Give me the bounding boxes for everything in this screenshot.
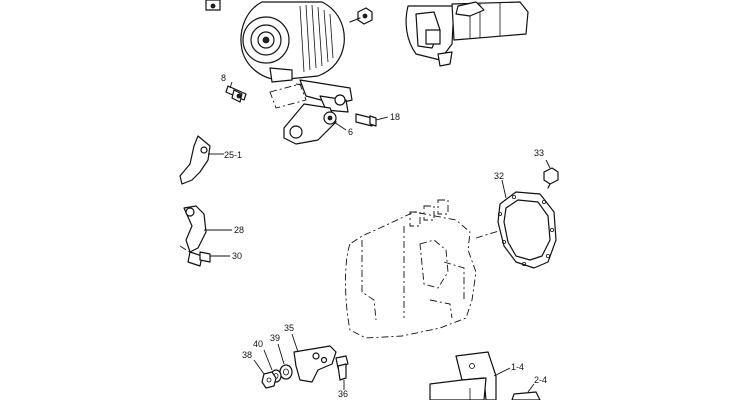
bolt-36	[335, 355, 349, 381]
leader-6	[333, 121, 347, 131]
callout-38: 38	[242, 350, 252, 360]
bracket-35	[293, 345, 337, 383]
leader-40	[263, 349, 273, 371]
bracket-25-1	[179, 135, 211, 185]
leader-32	[501, 179, 507, 199]
leader-1-4	[493, 367, 511, 377]
leader-18	[375, 116, 389, 121]
callout-8: 8	[221, 73, 226, 83]
bolt-18	[355, 113, 377, 127]
callout-18: 18	[390, 112, 400, 122]
callout-28: 28	[234, 225, 244, 235]
leader-33	[545, 159, 551, 169]
bolt-8	[225, 85, 247, 103]
leader-38	[253, 359, 265, 375]
leader-8	[229, 81, 233, 89]
alternator-terminal-bolt	[349, 7, 373, 25]
gear-cover-32	[497, 191, 557, 269]
leader-39	[277, 343, 285, 365]
callout-36: 36	[338, 389, 348, 399]
leader-35	[291, 333, 299, 353]
callout-40: 40	[253, 339, 263, 349]
callout-39: 39	[270, 333, 280, 343]
washer-39	[279, 364, 293, 380]
alternator-bracket	[269, 79, 353, 145]
engine-mount-2-4	[511, 391, 541, 400]
leader-2-4	[527, 383, 535, 393]
bolt-33	[543, 167, 559, 189]
callout-1-4: 1-4	[511, 362, 524, 372]
alternator	[205, 0, 345, 83]
bracket-28	[183, 205, 207, 253]
callout-6: 6	[348, 127, 353, 137]
nut-38	[261, 371, 277, 389]
callout-33: 33	[534, 148, 544, 158]
callout-32: 32	[494, 171, 504, 181]
callout-25-1: 25-1	[224, 150, 242, 160]
callout-35: 35	[284, 323, 294, 333]
callout-30: 30	[232, 251, 242, 261]
starter-motor	[405, 1, 529, 67]
engine-block-outline	[345, 199, 503, 339]
callout-2-4: 2-4	[534, 375, 547, 385]
bolt-30	[187, 251, 211, 267]
engine-mount-1-4	[429, 351, 497, 400]
